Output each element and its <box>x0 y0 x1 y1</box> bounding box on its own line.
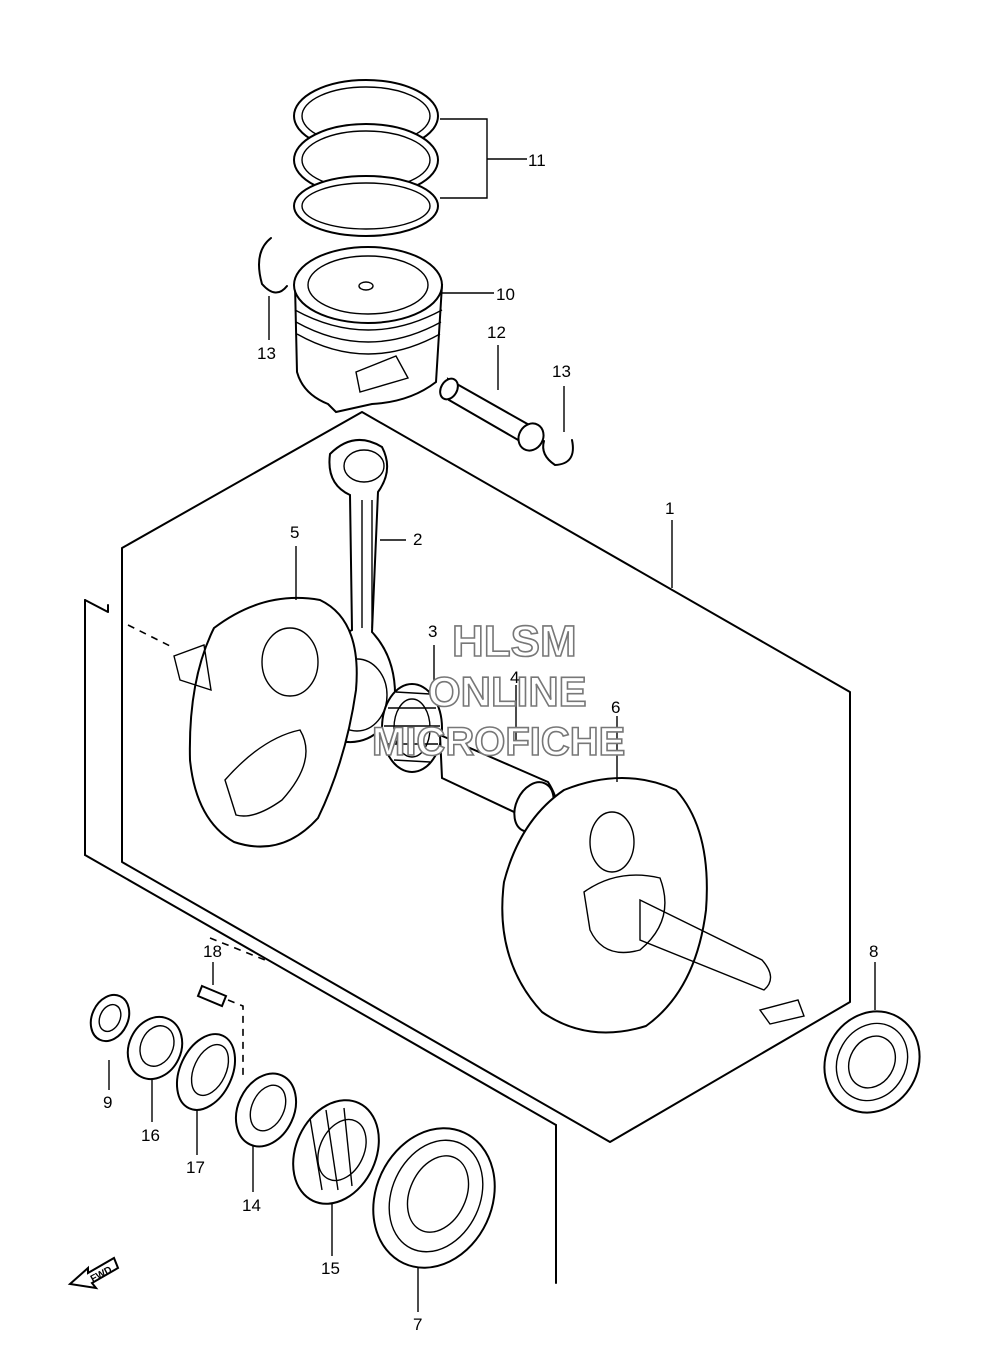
callout-13-right: 13 <box>552 362 571 381</box>
callout-2: 2 <box>413 530 422 549</box>
left-crank-web <box>127 546 358 848</box>
callout-3: 3 <box>428 622 437 641</box>
watermark-line2: ONLINE <box>428 668 587 715</box>
piston-pin <box>439 345 545 452</box>
callout-1: 1 <box>665 499 674 518</box>
callout-5: 5 <box>290 523 299 542</box>
collar <box>126 1015 184 1081</box>
needle-bearing <box>381 645 443 773</box>
callout-10: 10 <box>496 285 515 304</box>
ball-bearing-left <box>372 1127 496 1269</box>
callout-labels: 1 2 3 4 5 6 7 8 9 10 11 12 13 13 14 15 1… <box>103 151 878 1334</box>
callout-17: 17 <box>186 1158 205 1177</box>
fwd-label: FWD <box>89 1265 114 1285</box>
piston-rings <box>293 79 527 237</box>
callout-8: 8 <box>869 942 878 961</box>
piston <box>293 246 494 414</box>
right-crank-web <box>501 716 805 1034</box>
callout-4: 4 <box>510 668 519 687</box>
callout-13-left: 13 <box>257 344 276 363</box>
callout-6: 6 <box>611 698 620 717</box>
callout-9: 9 <box>103 1093 112 1112</box>
circlips <box>258 237 574 466</box>
key <box>196 984 228 1008</box>
callout-14: 14 <box>242 1196 261 1215</box>
ball-bearing-right <box>823 1010 921 1114</box>
fwd-arrow-icon: FWD <box>67 1256 120 1290</box>
washer <box>175 1033 237 1111</box>
drive-gear-small <box>234 1072 298 1148</box>
callout-7: 7 <box>413 1315 422 1334</box>
primary-drive-gear <box>292 1099 380 1205</box>
oil-seal <box>89 993 131 1043</box>
watermark-line3: MICROFICHE <box>372 720 625 764</box>
callout-16: 16 <box>141 1126 160 1145</box>
assembly-frame-lines <box>84 411 851 1284</box>
callout-18: 18 <box>203 942 222 961</box>
watermark: HLSM ONLINE MICROFICHE <box>371 616 626 765</box>
callout-12: 12 <box>487 323 506 342</box>
callout-11: 11 <box>528 151 546 170</box>
watermark-line1: HLSM <box>452 617 577 666</box>
leader-lines <box>108 520 876 1312</box>
callout-15: 15 <box>321 1259 340 1278</box>
